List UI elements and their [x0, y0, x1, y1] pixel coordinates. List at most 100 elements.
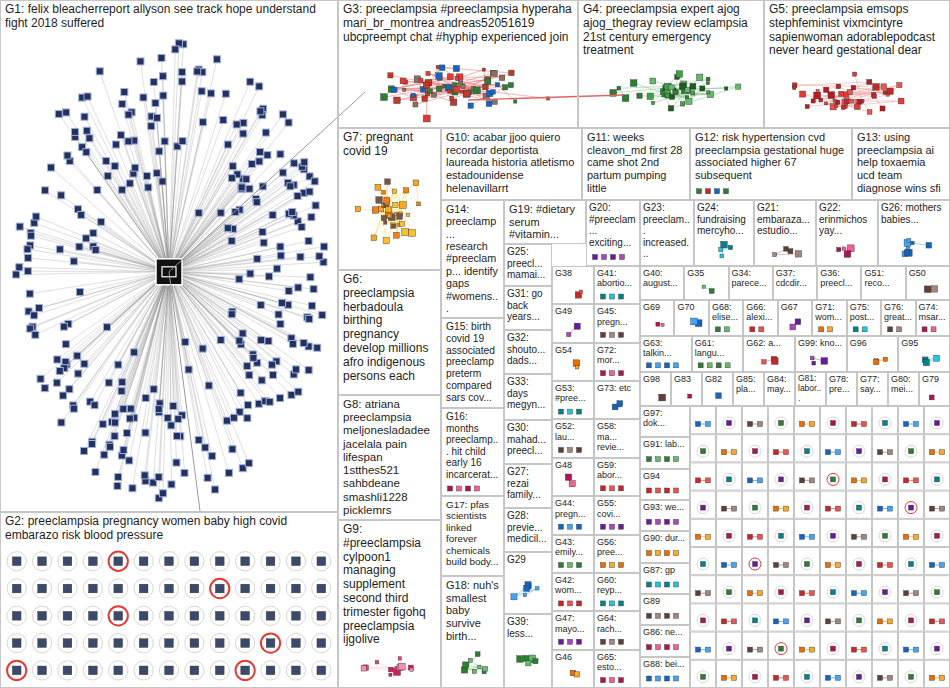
vertex-glyph [175, 416, 182, 423]
vertex-glyph [862, 478, 867, 483]
vertex-glyph [266, 398, 273, 405]
vertex-glyph [574, 323, 580, 329]
isolate-ring [58, 579, 77, 598]
vertex-glyph [569, 481, 575, 487]
group-label: G77: say... [858, 373, 887, 396]
vertex-glyph [273, 265, 280, 272]
spoke-line [169, 272, 309, 347]
vertex-glyph [28, 232, 35, 239]
vertex-glyph [60, 392, 67, 399]
vertex-glyph [758, 534, 763, 539]
vertex-glyph [858, 100, 862, 104]
vertex-glyph [850, 100, 854, 104]
vertex-glyph [269, 371, 276, 378]
vertex-glyph [508, 83, 513, 88]
vertex-glyph [854, 104, 860, 110]
vertex-glyph [619, 678, 624, 683]
vertex-glyph [748, 591, 753, 596]
group-label: G28: previe... medicil... [505, 509, 551, 546]
group-label: G95 [899, 337, 949, 349]
vertex-glyph [825, 102, 828, 105]
vertex-glyph [260, 239, 267, 246]
isolate-ring [236, 633, 255, 652]
spoke-line [169, 272, 247, 418]
vertex-glyph [111, 410, 118, 417]
vertex-glyph [150, 78, 157, 85]
vertex-glyph [381, 94, 388, 101]
group-label: G41: abortio... [595, 267, 639, 290]
vertex-cluster [647, 613, 679, 618]
vertex-glyph [680, 102, 684, 106]
vertex-glyph [647, 457, 652, 462]
isolate-ring [827, 530, 839, 542]
vertex-glyph [779, 590, 784, 595]
small-group-box [821, 576, 846, 603]
vertex-glyph [12, 639, 21, 648]
vertex-glyph [220, 117, 227, 124]
vertex-glyph [266, 666, 275, 675]
vertex-glyph [76, 288, 83, 295]
vertex-glyph [423, 82, 429, 88]
vertex-glyph [400, 78, 406, 84]
vertex-cluster [601, 371, 624, 376]
group-box: G89 [640, 594, 690, 625]
vertex-glyph [78, 211, 85, 218]
group-label: G81: labor... [796, 373, 825, 404]
vertex-glyph [922, 327, 927, 332]
vertex-glyph [384, 197, 390, 203]
isolate-ring [7, 552, 26, 571]
group-label: G69 [641, 301, 673, 313]
group-label: G63: talkin... [641, 337, 691, 360]
vertex-glyph [228, 311, 235, 318]
spoke-line [84, 272, 169, 451]
group-label: G82 [703, 373, 732, 385]
vertex-glyph [372, 207, 378, 213]
vertex-glyph [12, 584, 21, 593]
small-group-box [899, 660, 924, 687]
vertex-glyph [779, 477, 784, 482]
spoke-line [169, 155, 267, 272]
vertex-glyph [253, 199, 260, 206]
isolate-ring [58, 633, 77, 652]
vertex-glyph [153, 114, 160, 121]
vertex-cluster [601, 639, 624, 644]
isolate-ring [109, 606, 128, 625]
small-group-box [925, 463, 950, 490]
small-group-box [795, 576, 820, 603]
vertex-glyph [230, 414, 237, 421]
group-label: G7: pregnant covid 19 [339, 129, 440, 161]
small-group-box [691, 407, 716, 434]
small-group-box [717, 604, 742, 631]
spoke-line [169, 123, 243, 272]
spoke-line [116, 145, 169, 272]
vertex-glyph [841, 105, 845, 109]
vertex-glyph [266, 557, 275, 566]
vertex-glyph [665, 93, 669, 97]
isolate-ring [83, 579, 102, 598]
vertex-glyph [842, 247, 845, 250]
vertex-glyph [805, 674, 810, 679]
small-group-box [821, 632, 846, 659]
vertex-cluster [659, 394, 666, 401]
group-box: G40: august... [640, 266, 684, 300]
vertex-glyph [853, 327, 858, 332]
group-box: G23: preeclam... increased... [640, 200, 694, 266]
vertex-glyph [851, 85, 856, 90]
group-box: G6: preeclampsia herbadoula birthing pre… [338, 270, 441, 395]
vertex-glyph [170, 402, 177, 409]
vertex-glyph [883, 421, 888, 426]
vertex-glyph [265, 273, 272, 280]
vertex-glyph [857, 449, 862, 454]
vertex-glyph [691, 91, 695, 95]
vertex-glyph [243, 176, 250, 183]
vertex-glyph [190, 557, 199, 566]
small-group-box [847, 604, 872, 631]
small-group-box [847, 491, 872, 518]
small-group-box [925, 407, 950, 434]
vertex-glyph [153, 170, 160, 177]
group-edge [169, 272, 200, 511]
vertex-glyph [784, 619, 789, 624]
vertex-glyph [48, 164, 55, 171]
group-label: G10: acabar jjoo quiero recordar deporti… [442, 129, 581, 196]
vertex-glyph [375, 184, 381, 190]
